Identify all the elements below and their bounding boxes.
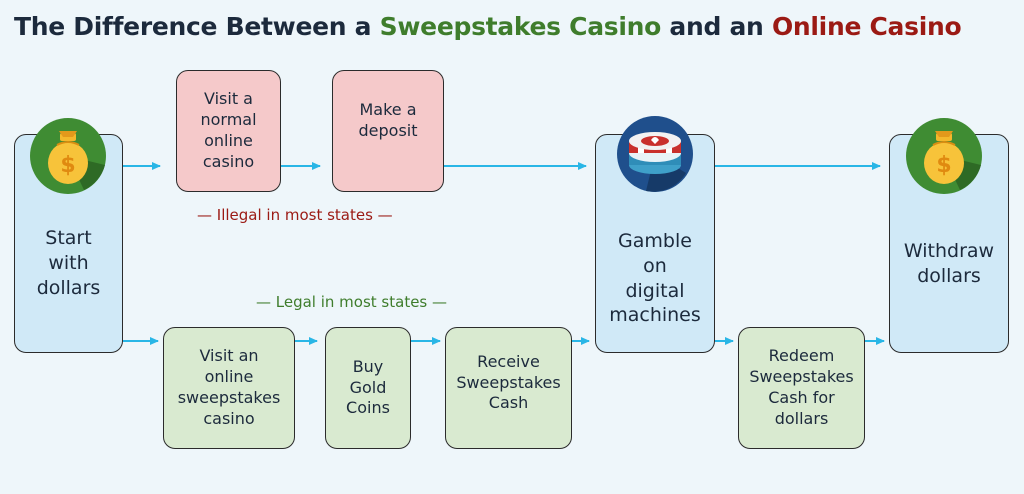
visit-normal-label: Visit a normal online casino: [200, 89, 257, 171]
svg-text:$: $: [936, 153, 951, 178]
receive-label: Receive Sweepstakes Cash: [456, 351, 561, 413]
visit-sweeps-label: Visit an online sweepstakes casino: [177, 346, 281, 428]
gamble-label: Gamble on digital machines: [609, 230, 701, 327]
redeem-label: Redeem Sweepstakes Cash for dollars: [749, 346, 854, 428]
deposit-box: Make a deposit: [332, 70, 444, 192]
page-title: The Difference Between a Sweepstakes Cas…: [14, 12, 962, 41]
buy-gold-box: Buy Gold Coins: [325, 327, 411, 449]
title-part2: and an: [661, 12, 772, 41]
redeem-box: Redeem Sweepstakes Cash for dollars: [738, 327, 865, 449]
title-part1: The Difference Between a: [14, 12, 380, 41]
start-label: Start with dollars: [36, 227, 101, 299]
title-sweepstakes: Sweepstakes Casino: [379, 12, 662, 41]
illegal-note: — Illegal in most states —: [197, 206, 393, 224]
casino-chip-icon: [616, 115, 694, 193]
receive-box: Receive Sweepstakes Cash: [445, 327, 572, 449]
svg-text:$: $: [60, 153, 75, 178]
money-bag-icon: $: [905, 117, 983, 195]
title-online: Online Casino: [771, 12, 962, 41]
legal-note: — Legal in most states —: [256, 293, 448, 311]
deposit-label: Make a deposit: [358, 100, 418, 140]
withdraw-label: Withdraw dollars: [903, 239, 995, 287]
buy-gold-label: Buy Gold Coins: [346, 356, 390, 418]
visit-sweeps-box: Visit an online sweepstakes casino: [163, 327, 295, 449]
money-bag-icon: $: [29, 117, 107, 195]
visit-normal-box: Visit a normal online casino: [176, 70, 281, 192]
